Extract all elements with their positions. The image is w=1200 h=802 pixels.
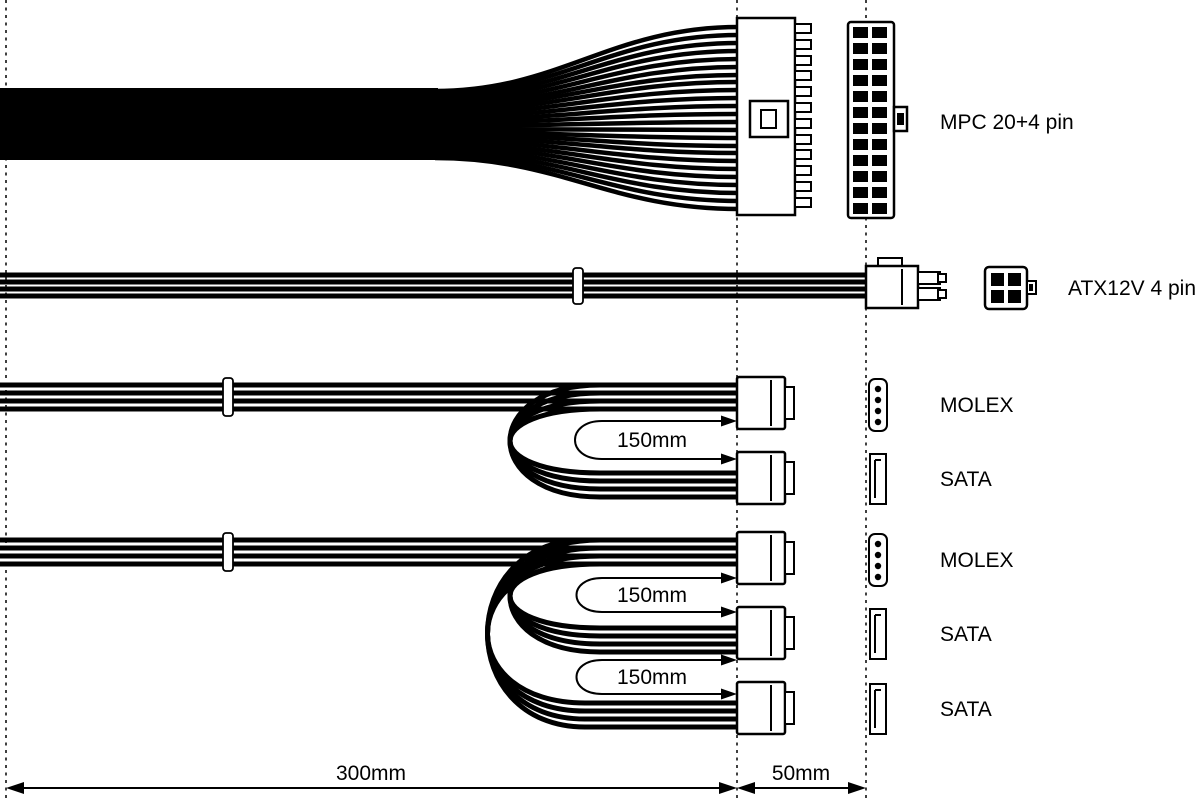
peripheral-cable-1: [0, 382, 740, 500]
mpc-connector-face: [846, 20, 909, 220]
sata-face-2: [869, 608, 887, 660]
dim-150-3: 150mm: [575, 654, 737, 700]
loop-arcs-1: [507, 382, 740, 500]
arrowhead: [721, 415, 737, 427]
dim-50mm: 50mm: [737, 762, 866, 794]
atx-cable-tie: [572, 267, 584, 305]
mpc-face-tab-pin: [897, 113, 904, 125]
mpc-label: MPC 20+4 pin: [940, 111, 1074, 134]
arrowhead: [848, 782, 866, 794]
molex-connector-side-1: [735, 375, 795, 431]
sata-label-1: SATA: [940, 468, 992, 491]
dim-150-3-label: 150mm: [617, 666, 687, 689]
atx-connector-side: [864, 257, 947, 310]
arrowhead: [6, 782, 24, 794]
dim-150-1-label: 150mm: [617, 429, 687, 452]
arrowhead: [719, 782, 737, 794]
molex-face-1: [868, 378, 888, 432]
atx-face-pins: [991, 273, 1021, 303]
peripheral-cable-2: [0, 537, 740, 730]
mpc-face-pins: [853, 27, 887, 214]
arrowhead: [721, 606, 737, 618]
sata-label-2: SATA: [940, 623, 992, 646]
mpc-cable-fan-wires: [434, 24, 740, 212]
sata-connector-side-2: [735, 605, 795, 661]
atx-face-tab-pin: [1029, 284, 1033, 291]
arrowhead: [721, 453, 737, 465]
dim-300mm-label: 300mm: [336, 762, 406, 785]
arrowhead: [737, 782, 755, 794]
molex-connector-side-2: [735, 530, 795, 586]
arrowhead: [721, 688, 737, 700]
sata-face-3: [869, 683, 887, 735]
sata-face-1: [869, 453, 887, 505]
mpc-connector-side-pins: [794, 23, 812, 208]
molex-label-2: MOLEX: [940, 549, 1014, 572]
cable-tie-2: [222, 532, 234, 572]
atx-label: ATX12V 4 pin: [1068, 277, 1196, 300]
dim-150-2: 150mm: [575, 572, 737, 618]
molex-label-1: MOLEX: [940, 394, 1014, 417]
dim-50mm-label: 50mm: [772, 762, 830, 785]
dim-150-2-label: 150mm: [617, 584, 687, 607]
molex-face-2: [868, 533, 888, 587]
dim-150-1-capsule: [574, 420, 733, 460]
sata-connector-side-3: [735, 680, 795, 736]
dim-150-1: 150mm: [574, 415, 737, 465]
mpc-cable-sleeve: [0, 88, 438, 160]
dim-300mm: 300mm: [6, 762, 737, 794]
atx-cable: [0, 272, 866, 299]
loop-arcs-2b: [485, 537, 740, 730]
mpc-cable: [0, 24, 740, 212]
mpc-connector-side: [735, 16, 812, 217]
arrowhead: [721, 572, 737, 584]
cable-tie-1: [222, 377, 234, 417]
arrowhead: [721, 654, 737, 666]
guide-lines: [5, 0, 867, 802]
atx-connector-face: [983, 265, 1037, 311]
mpc-connector-latch-inner: [760, 109, 777, 129]
sata-label-3: SATA: [940, 698, 992, 721]
sata-connector-side-1: [735, 450, 795, 506]
dim-150-2-capsule: [575, 577, 733, 613]
dim-150-3-capsule: [575, 659, 733, 695]
